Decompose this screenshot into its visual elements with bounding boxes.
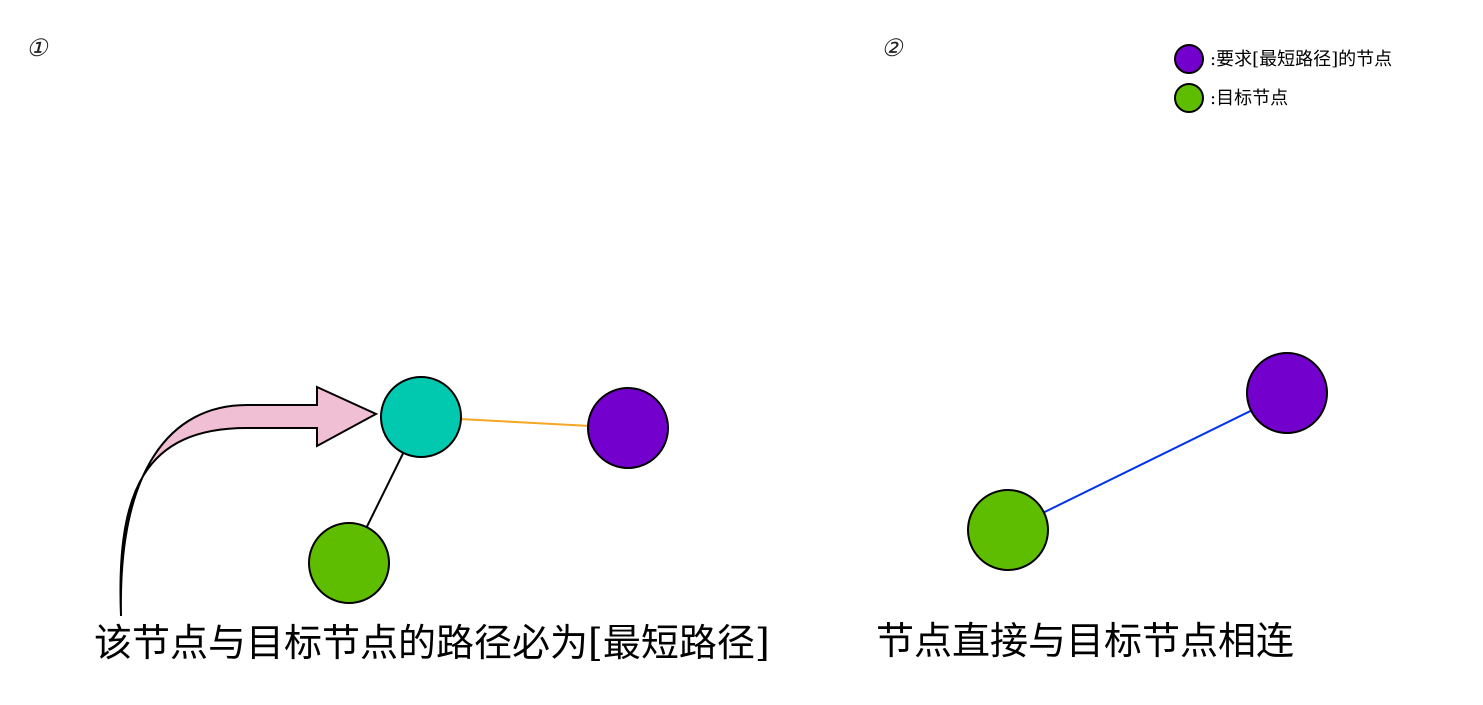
curved-arrow-icon xyxy=(119,385,379,617)
panel-2-number: ② xyxy=(881,34,904,62)
legend-target-label: :目标节点 xyxy=(1210,88,1288,109)
legend-requested-swatch xyxy=(1174,44,1204,74)
legend-requested-label: :要求[最短路径]的节点 xyxy=(1210,49,1392,70)
panel-2: ② 节点直接与目标节点相连 xyxy=(876,34,1328,663)
edge-target-to-requested xyxy=(1007,392,1288,531)
legend: :要求[最短路径]的节点 :目标节点 xyxy=(1174,44,1392,113)
panel-1: ① 该节点与目标节点的路径必为[最短路径] xyxy=(26,34,770,665)
requested-node xyxy=(587,387,669,469)
panel-2-caption: 节点直接与目标节点相连 xyxy=(876,619,1294,663)
legend-target-swatch xyxy=(1174,83,1204,113)
target-node xyxy=(967,489,1049,571)
intermediate-node xyxy=(380,376,462,458)
panel-1-number: ① xyxy=(26,34,49,62)
requested-node xyxy=(1246,352,1328,434)
panel-1-caption: 该节点与目标节点的路径必为[最短路径] xyxy=(94,621,770,665)
target-node xyxy=(308,522,390,604)
